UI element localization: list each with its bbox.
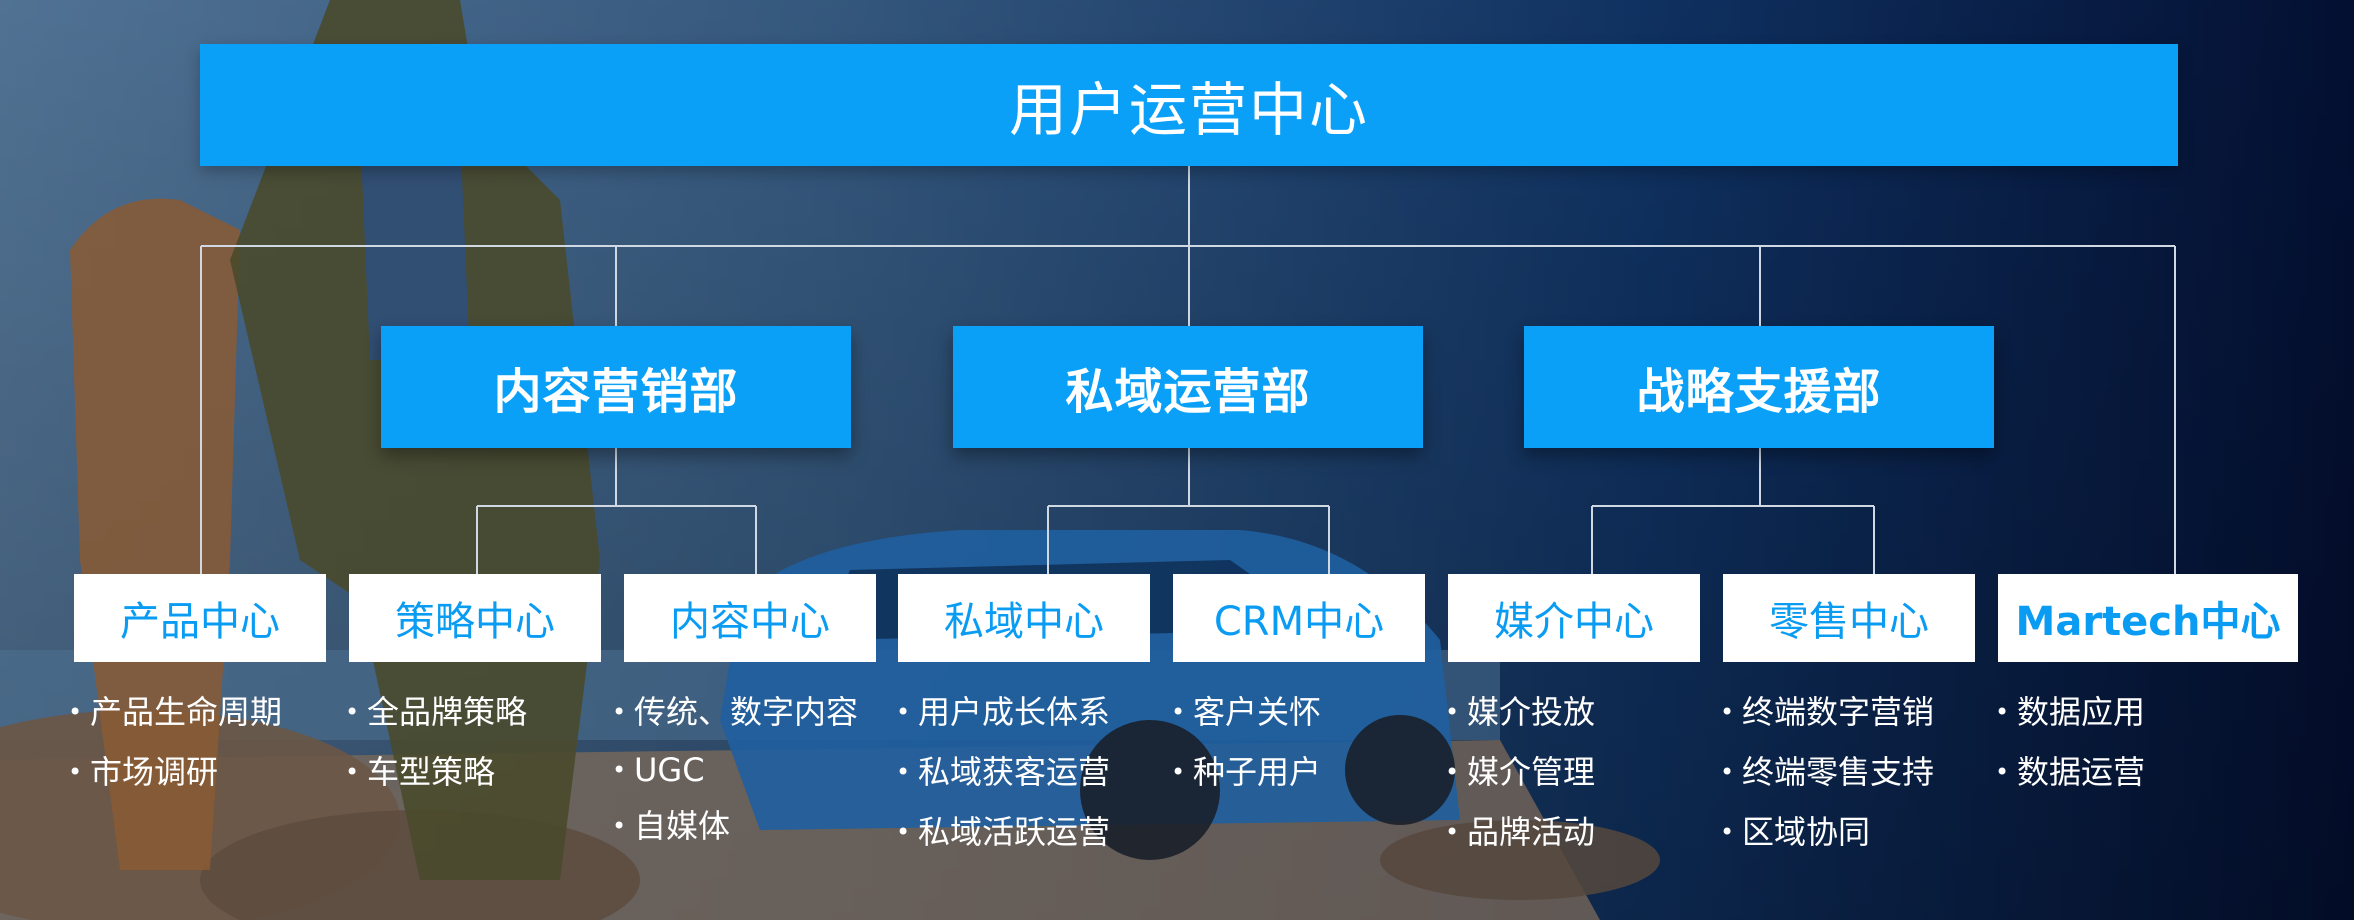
list-item: 数据应用 [1995, 682, 2145, 742]
list-crm-items: 客户关怀 种子用户 [1171, 682, 1321, 802]
center-product: 产品中心 [74, 574, 326, 662]
list-item: 车型策略 [345, 742, 527, 802]
dept-strategy-support: 战略支援部 [1524, 326, 1994, 448]
list-item: 区域协同 [1720, 802, 1934, 862]
list-product-items: 产品生命周期 市场调研 [68, 682, 282, 802]
list-item: 市场调研 [68, 742, 282, 802]
list-item: 种子用户 [1171, 742, 1321, 802]
list-item: 媒介投放 [1445, 682, 1595, 742]
list-item: 媒介管理 [1445, 742, 1595, 802]
list-item: 传统、数字内容 [612, 682, 858, 742]
list-item: 私域获客运营 [896, 742, 1110, 802]
list-item: 终端数字营销 [1720, 682, 1934, 742]
list-content-items: 传统、数字内容 UGC 自媒体 [612, 682, 858, 854]
list-item: 客户关怀 [1171, 682, 1321, 742]
center-crm: CRM中心 [1173, 574, 1425, 662]
list-martech-items: 数据应用 数据运营 [1995, 682, 2145, 802]
top-node-user-operations-center: 用户运营中心 [200, 44, 2178, 166]
center-private-domain: 私域中心 [898, 574, 1150, 662]
list-item: 品牌活动 [1445, 802, 1595, 862]
list-retail-items: 终端数字营销 终端零售支持 区域协同 [1720, 682, 1934, 862]
center-martech: Martech中心 [1998, 574, 2298, 662]
list-item: 用户成长体系 [896, 682, 1110, 742]
list-item: UGC [612, 742, 858, 798]
center-media: 媒介中心 [1448, 574, 1700, 662]
list-strategy-items: 全品牌策略 车型策略 [345, 682, 527, 802]
dept-private-domain: 私域运营部 [953, 326, 1423, 448]
list-media-items: 媒介投放 媒介管理 品牌活动 [1445, 682, 1595, 862]
dept-content-marketing: 内容营销部 [381, 326, 851, 448]
center-content: 内容中心 [624, 574, 876, 662]
list-item: 自媒体 [612, 798, 858, 854]
list-item: 产品生命周期 [68, 682, 282, 742]
list-item: 终端零售支持 [1720, 742, 1934, 802]
center-retail: 零售中心 [1723, 574, 1975, 662]
list-item: 私域活跃运营 [896, 802, 1110, 862]
list-private-domain-items: 用户成长体系 私域获客运营 私域活跃运营 [896, 682, 1110, 862]
list-item: 数据运营 [1995, 742, 2145, 802]
center-strategy: 策略中心 [349, 574, 601, 662]
list-item: 全品牌策略 [345, 682, 527, 742]
